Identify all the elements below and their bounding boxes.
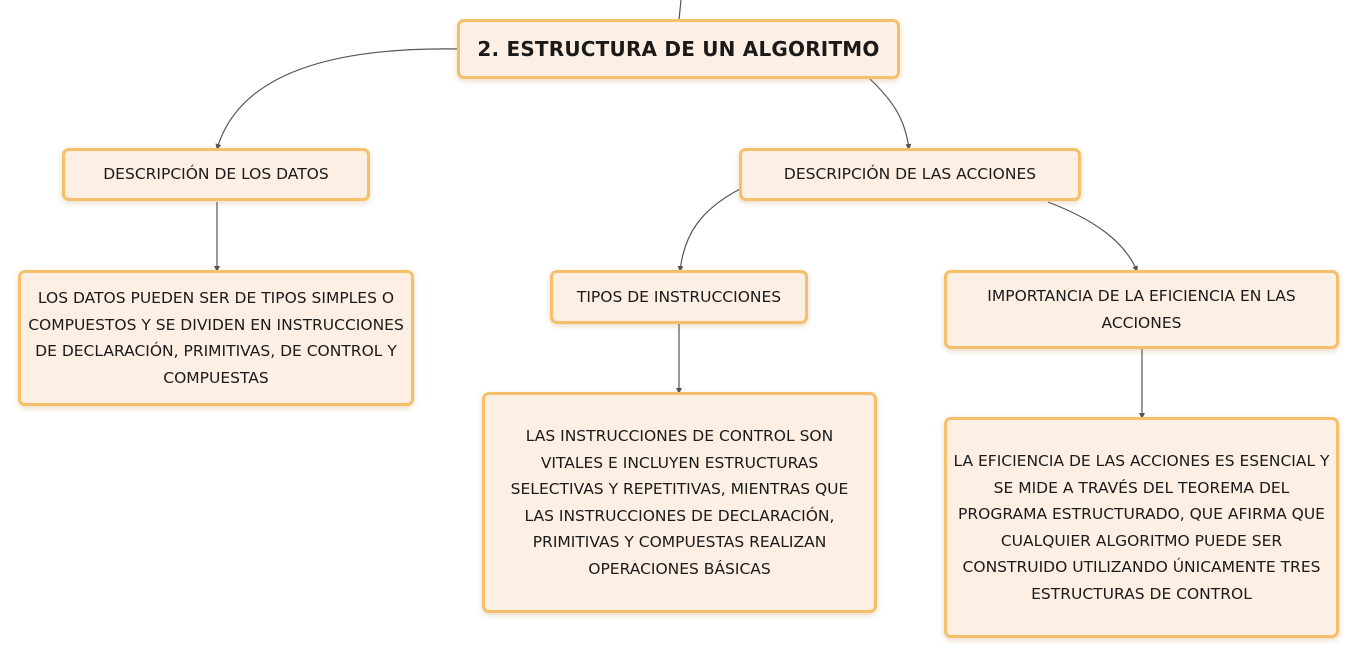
root-topic-label: 2. ESTRUCTURA DE UN ALGORITMO bbox=[477, 36, 880, 61]
topic-tipos-instrucciones-label: TIPOS DE INSTRUCCIONES bbox=[576, 287, 782, 306]
connector-root-to-datos bbox=[215, 48, 460, 150]
topic-importancia-eficiencia[interactable]: IMPORTANCIA DE LA EFICIENCIA EN LAS ACCI… bbox=[944, 270, 1339, 349]
topic-descripcion-datos-label: DESCRIPCIÓN DE LOS DATOS bbox=[103, 165, 329, 184]
topic-tipos-detail[interactable]: LAS INSTRUCCIONES DE CONTROL SON VITALES… bbox=[482, 392, 877, 613]
topic-tipos-instrucciones[interactable]: TIPOS DE INSTRUCCIONES bbox=[550, 270, 808, 324]
connector-parent-to-root bbox=[678, 0, 682, 21]
connector-acciones-to-tipos bbox=[677, 188, 741, 272]
topic-descripcion-acciones-label: DESCRIPCIÓN DE LAS ACCIONES bbox=[783, 165, 1037, 184]
topic-tipos-detail-label: LAS INSTRUCCIONES DE CONTROL SON VITALES… bbox=[510, 427, 849, 578]
topic-datos-detail[interactable]: LOS DATOS PUEDEN SER DE TIPOS SIMPLES O … bbox=[18, 270, 414, 406]
connector-acciones-to-eficiencia bbox=[1047, 201, 1138, 272]
topic-importancia-eficiencia-label: IMPORTANCIA DE LA EFICIENCIA EN LAS ACCI… bbox=[987, 287, 1296, 332]
topic-descripcion-acciones[interactable]: DESCRIPCIÓN DE LAS ACCIONES bbox=[739, 148, 1081, 201]
root-topic-node[interactable]: 2. ESTRUCTURA DE UN ALGORITMO bbox=[457, 19, 900, 79]
connector-root-to-acciones bbox=[869, 78, 912, 150]
topic-descripcion-datos[interactable]: DESCRIPCIÓN DE LOS DATOS bbox=[62, 148, 370, 201]
topic-eficiencia-detail-label: LA EFICIENCIA DE LAS ACCIONES ES ESENCIA… bbox=[953, 452, 1330, 603]
topic-eficiencia-detail[interactable]: LA EFICIENCIA DE LAS ACCIONES ES ESENCIA… bbox=[944, 417, 1339, 638]
topic-datos-detail-label: LOS DATOS PUEDEN SER DE TIPOS SIMPLES O … bbox=[28, 289, 404, 387]
